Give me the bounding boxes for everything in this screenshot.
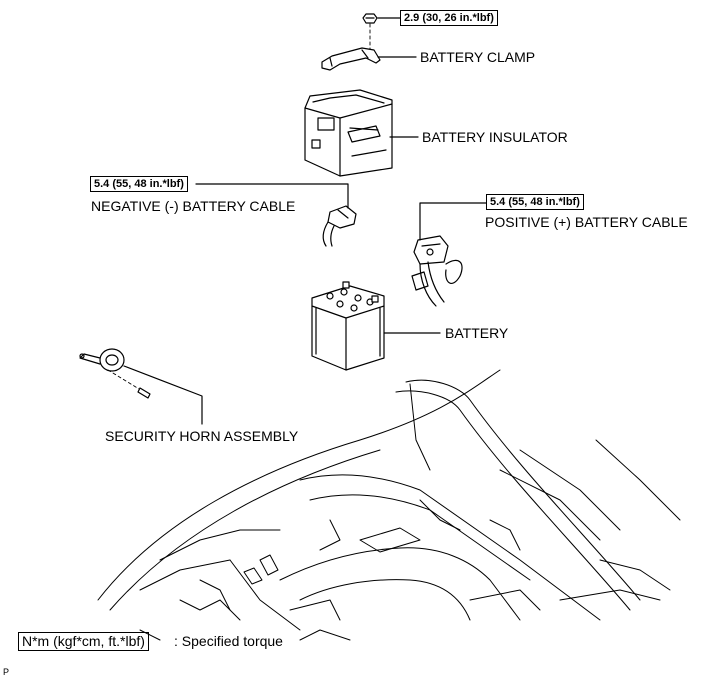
legend-unit-box: N*m (kgf*cm, ft.*lbf) (18, 632, 149, 651)
positive-cable-part (411, 235, 463, 307)
label-security-horn: SECURITY HORN ASSEMBLY (105, 428, 299, 444)
battery-part (311, 281, 385, 371)
legend-description: : Specified torque (174, 633, 283, 649)
battery-clamp-part (321, 47, 381, 71)
negative-cable-part (322, 205, 357, 247)
label-positive-cable: POSITIVE (+) BATTERY CABLE (485, 214, 688, 230)
torque-positive-terminal: 5.4 (55, 48 in.*lbf) (486, 194, 584, 210)
leader-negative-torque (195, 183, 349, 209)
clamp-nut-part (362, 13, 378, 53)
label-battery: BATTERY (445, 325, 509, 341)
torque-clamp-nut: 2.9 (30, 26 in.*lbf) (400, 10, 498, 26)
label-battery-clamp: BATTERY CLAMP (420, 49, 536, 65)
leader-security-horn (123, 365, 203, 425)
label-negative-cable: NEGATIVE (-) BATTERY CABLE (91, 198, 296, 214)
engine-bay-illustration (97, 369, 681, 641)
torque-negative-terminal: 5.4 (55, 48 in.*lbf) (90, 176, 188, 192)
battery-insulator-part (304, 89, 393, 177)
security-horn-part (79, 348, 151, 399)
leader-positive-torque (419, 202, 487, 241)
label-battery-insulator: BATTERY INSULATOR (422, 129, 568, 145)
figure-code: P (3, 667, 10, 677)
